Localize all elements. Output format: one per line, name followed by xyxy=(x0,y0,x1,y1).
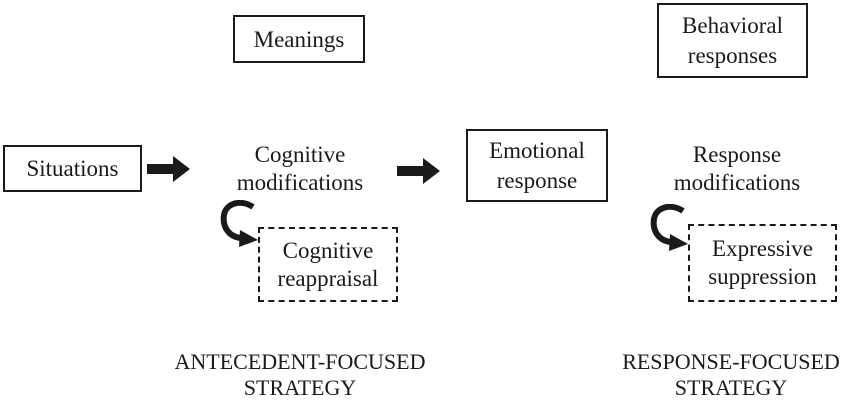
response-strategy-label: RESPONSE-FOCUSED STRATEGY xyxy=(622,349,840,400)
flow-arrow-icon xyxy=(397,157,441,185)
behavioral-responses-label: Behavioral responses xyxy=(682,12,783,68)
loop-arrow-icon xyxy=(650,204,692,252)
emotional-response-label: Emotional response xyxy=(489,137,585,193)
flow-arrow-icon xyxy=(147,155,191,183)
loop-arrow-icon xyxy=(220,200,262,248)
meanings-box: Meanings xyxy=(233,15,365,63)
antecedent-strategy-label: ANTECEDENT-FOCUSED STRATEGY xyxy=(174,349,426,400)
meanings-label: Meanings xyxy=(253,26,345,52)
situations-label: Situations xyxy=(26,156,119,181)
behavioral-responses-box: Behavioral responses xyxy=(657,3,808,78)
cognitive-reappraisal-label: Cognitive reappraisal xyxy=(277,237,379,291)
situations-box: Situations xyxy=(3,145,142,192)
emotional-response-box: Emotional response xyxy=(466,129,608,202)
expressive-suppression-label: Expressive suppression xyxy=(708,236,817,289)
cognitive-modifications-label: Cognitive modifications xyxy=(236,142,364,195)
cognitive-reappraisal-box: Cognitive reappraisal xyxy=(258,227,398,302)
expressive-suppression-box: Expressive suppression xyxy=(688,224,837,302)
response-modifications-label: Response modifications xyxy=(673,142,801,195)
